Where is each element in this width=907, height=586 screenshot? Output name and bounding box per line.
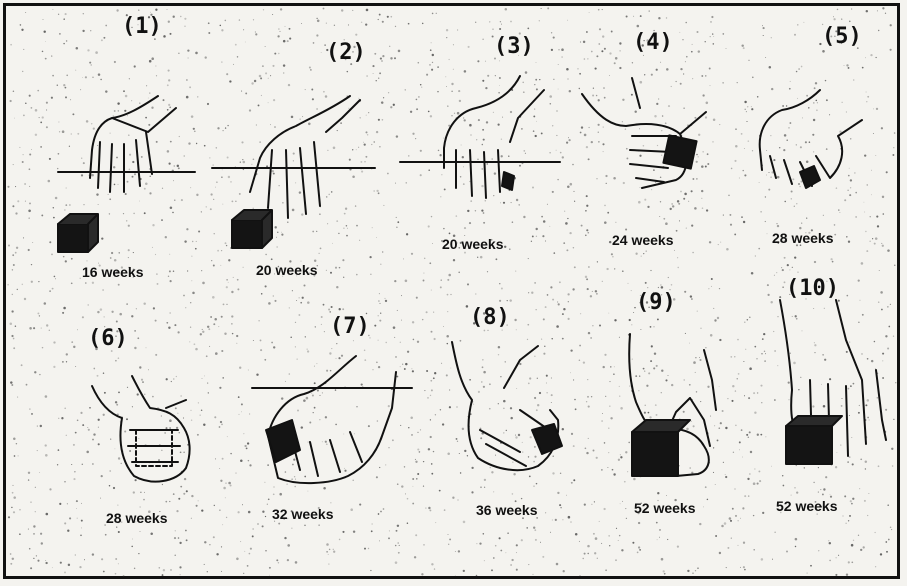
panel-7-caption: 32 weeks [272, 506, 334, 522]
panel-10-caption: 52 weeks [776, 498, 838, 514]
cube-icon [58, 224, 88, 252]
hand-icon [268, 356, 396, 483]
cube-icon-top [786, 416, 842, 426]
panel-9-caption: 52 weeks [634, 500, 696, 516]
panel-4-number: (4) [633, 30, 673, 55]
panel-4-illustration [582, 78, 706, 188]
panel-8-caption: 36 weeks [476, 502, 538, 518]
cube-icon [663, 135, 696, 168]
panel-7-number: (7) [330, 314, 370, 339]
panel-10-number: (10) [786, 276, 839, 301]
hand-icon [444, 76, 544, 198]
panel-2-illustration [212, 96, 375, 248]
hand-icon [92, 376, 190, 482]
speckle-texture [7, 7, 896, 577]
panel-10-illustration [780, 300, 886, 464]
panel-9-number: (9) [636, 290, 676, 315]
panel-7-illustration [252, 356, 412, 483]
panel-1-caption: 16 weeks [82, 264, 144, 280]
cube-icon [232, 220, 262, 248]
hand-icon [582, 78, 706, 188]
panel-5-number: (5) [822, 24, 862, 49]
panel-8-illustration [452, 342, 562, 470]
hand-icon [250, 96, 360, 218]
panel-4-caption: 24 weeks [612, 232, 674, 248]
panel-3-caption: 20 weeks [442, 236, 504, 252]
cube-icon [502, 172, 514, 190]
hand-icon [90, 96, 176, 192]
panel-9-illustration [629, 334, 716, 476]
cube-icon [632, 432, 678, 476]
panel-2-number: (2) [326, 40, 366, 65]
panel-3-number: (3) [494, 34, 534, 59]
panel-1-illustration [58, 96, 195, 252]
panel-6-number: (6) [88, 326, 128, 351]
panel-8-number: (8) [470, 305, 510, 330]
panel-5-caption: 28 weeks [772, 230, 834, 246]
panel-6-caption: 28 weeks [106, 510, 168, 526]
panel-2-caption: 20 weeks [256, 262, 318, 278]
panel-1-number: (1) [122, 14, 162, 39]
panel-5-illustration [760, 90, 862, 188]
cube-icon [136, 430, 172, 466]
cube-icon [786, 426, 832, 464]
panel-6-illustration [92, 376, 190, 482]
